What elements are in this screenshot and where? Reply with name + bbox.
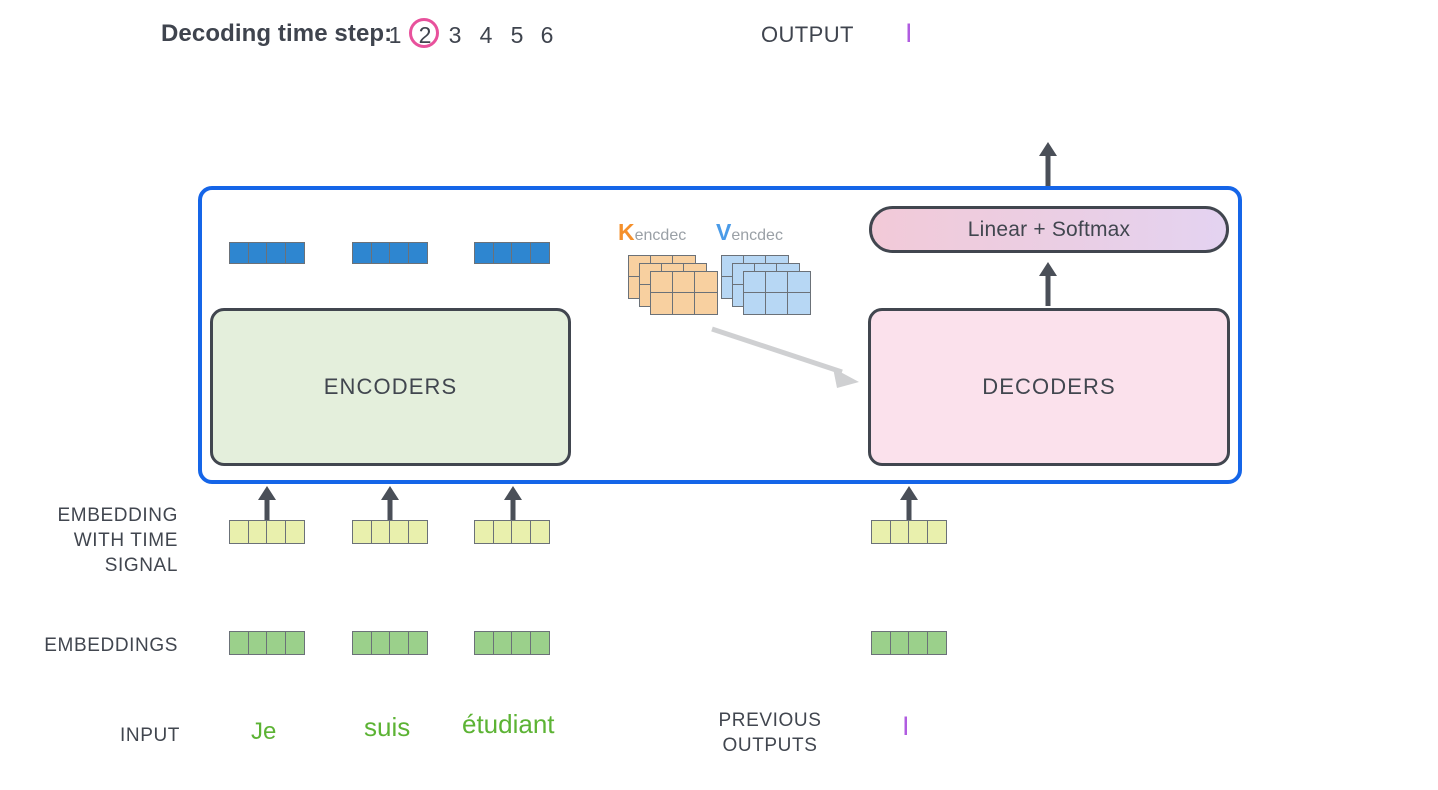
previous-output-token: I (902, 711, 910, 741)
embedding-vector-2 (352, 631, 428, 655)
encoders-block[interactable]: ENCODERS (210, 308, 571, 466)
decoders-block[interactable]: DECODERS (868, 308, 1230, 466)
previous-outputs-line1: PREVIOUS (718, 710, 822, 731)
decoding-step-1[interactable]: 1 (388, 22, 402, 48)
embedding-input-arrow-4 (893, 486, 925, 524)
linear-softmax-block[interactable]: Linear + Softmax (869, 206, 1229, 253)
encdec-attention-arrow (711, 326, 859, 388)
embedding-vector-3 (474, 631, 550, 655)
k-subscript: encdec (634, 227, 687, 244)
embedding-label-line3: SIGNAL (104, 555, 178, 576)
k-encdec-matrix-stack (628, 255, 718, 318)
time-signal-vector-3 (474, 520, 550, 544)
embeddings-label: EMBEDDINGS (44, 635, 178, 656)
decoding-step-5[interactable]: 5 (510, 22, 524, 48)
input-label: INPUT (120, 725, 180, 746)
decoding-step-3[interactable]: 3 (448, 22, 462, 48)
linear-softmax-label: Linear + Softmax (967, 217, 1131, 241)
decoding-time-step-label: Decoding time step: (161, 20, 393, 47)
v-encdec-label: Vencdec (716, 219, 783, 246)
input-word-2: suis (364, 712, 411, 742)
v-subscript: encdec (731, 227, 783, 244)
k-letter: K (618, 219, 635, 245)
decoding-step-6[interactable]: 6 (540, 22, 554, 48)
linear-to-output-arrow (1032, 142, 1064, 186)
encoder-output-vector-1 (229, 242, 305, 264)
k-encdec-label: Kencdec (618, 219, 686, 246)
embedding-vector-4 (871, 631, 947, 655)
previous-outputs-label: PREVIOUS OUTPUTS (690, 708, 850, 758)
embedding-input-arrow-3 (497, 486, 529, 524)
embedding-with-time-signal-label: EMBEDDING WITH TIME SIGNAL (0, 503, 178, 578)
v-letter: V (716, 219, 732, 245)
active-step-highlight-circle (409, 18, 439, 48)
encoder-output-vector-2 (352, 242, 428, 264)
embedding-label-line1: EMBEDDING (57, 505, 178, 526)
v-encdec-matrix-stack (721, 255, 811, 318)
transformer-model-container (198, 186, 1242, 484)
embedding-vector-1 (229, 631, 305, 655)
embedding-input-arrow-1 (251, 486, 283, 524)
input-word-3: étudiant (462, 709, 555, 739)
output-label: OUTPUT (761, 22, 854, 47)
time-signal-vector-4 (871, 520, 947, 544)
embedding-label-line2: WITH TIME (73, 530, 178, 551)
decoding-step-4[interactable]: 4 (479, 22, 493, 48)
time-signal-vector-1 (229, 520, 305, 544)
output-token: I (905, 18, 913, 48)
time-signal-vector-2 (352, 520, 428, 544)
previous-outputs-line2: OUTPUTS (722, 735, 818, 756)
decoder-to-linear-arrow (1032, 262, 1064, 306)
decoders-label: DECODERS (982, 374, 1116, 399)
encoder-output-vector-3 (474, 242, 550, 264)
embedding-input-arrow-2 (374, 486, 406, 524)
input-word-1: Je (251, 718, 277, 745)
encoders-label: ENCODERS (323, 374, 458, 399)
